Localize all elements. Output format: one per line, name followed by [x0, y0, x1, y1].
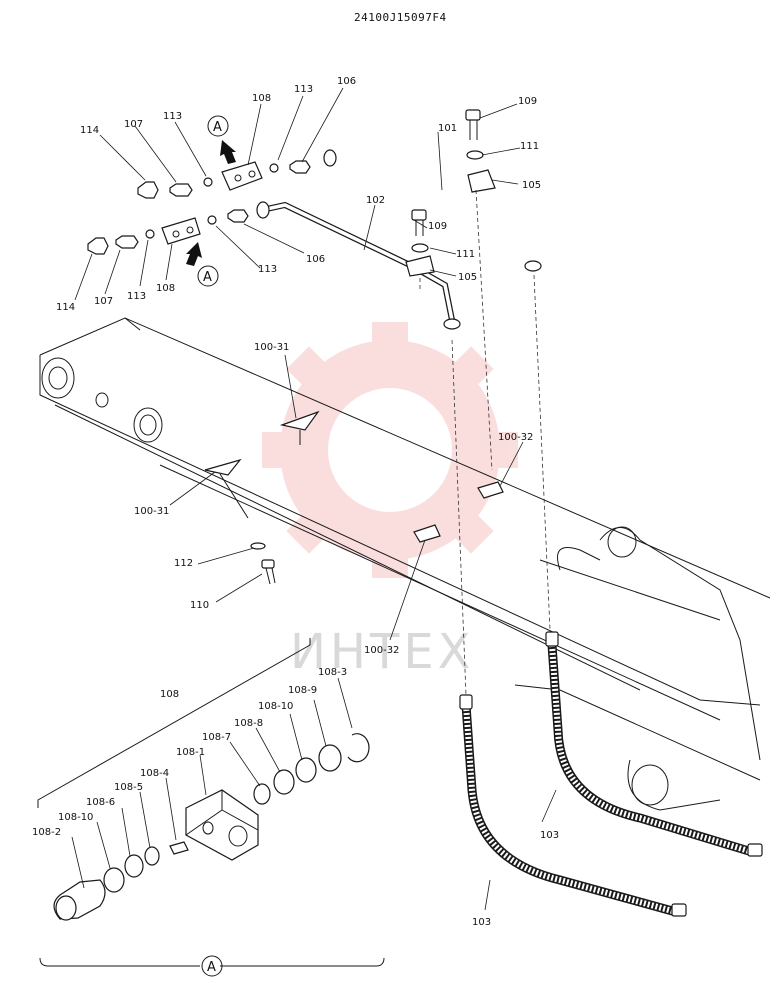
bolt-109-upper	[465, 109, 481, 140]
fittings-lower	[87, 209, 249, 255]
label-109-upper: 109	[518, 96, 537, 107]
label-108-9: 108-9	[288, 685, 317, 696]
label-101: 101	[438, 123, 457, 134]
fittings-upper	[137, 160, 311, 199]
label-113-b: 113	[163, 111, 182, 122]
label-108-4: 108-4	[140, 768, 169, 779]
label-114-upper: 114	[80, 125, 99, 136]
washer-112	[250, 542, 266, 550]
dashed-leaders	[419, 189, 551, 696]
label-113-a: 113	[294, 84, 313, 95]
washer-111-upper	[466, 150, 484, 160]
clamp-105-lower	[405, 255, 435, 277]
label-108-1: 108-1	[176, 747, 205, 758]
bracket-100-32-lower	[413, 524, 441, 543]
detail-108-bracket	[37, 638, 311, 808]
label-105-upper: 105	[522, 180, 541, 191]
label-108-lower: 108	[156, 283, 175, 294]
pipe-101	[323, 149, 542, 272]
label-100-31-upper: 100-31	[254, 342, 289, 353]
label-103-left: 103	[472, 917, 491, 928]
label-108-7: 108-7	[202, 732, 231, 743]
label-107-upper: 107	[124, 119, 143, 130]
arrow-a-upper	[220, 140, 236, 164]
detail-a-footer: A	[39, 955, 385, 977]
label-108-upper: 108	[252, 93, 271, 104]
bracket-100-31-upper	[279, 410, 320, 445]
washer-111-lower	[411, 243, 429, 253]
bracket-100-31-lower	[204, 458, 249, 519]
detail-108-parts	[53, 733, 370, 921]
boom-arm	[39, 317, 771, 811]
label-108-10-left: 108-10	[58, 812, 93, 823]
label-114-lower: 114	[56, 302, 75, 313]
circle-a-upper: A	[207, 115, 229, 137]
label-111-lower: 111	[456, 249, 475, 260]
label-110: 110	[190, 600, 209, 611]
label-112: 112	[174, 558, 193, 569]
label-109-lower: 109	[428, 221, 447, 232]
label-111-upper: 111	[520, 141, 539, 152]
drawing-number: 24100J15097F4	[354, 11, 447, 24]
label-108-10-right: 108-10	[258, 701, 293, 712]
circle-a-lower: A	[197, 265, 219, 287]
label-108-detail: 108	[160, 689, 179, 700]
bolt-110	[261, 559, 276, 585]
svg-text:A: A	[213, 120, 222, 135]
label-108-5: 108-5	[114, 782, 143, 793]
svg-text:A: A	[207, 960, 216, 975]
label-108-6: 108-6	[86, 797, 115, 808]
label-106-lower: 106	[306, 254, 325, 265]
label-107-lower: 107	[94, 296, 113, 307]
leader-lines	[71, 87, 557, 911]
label-106-upper: 106	[337, 76, 356, 87]
part-labels: 101 102 103 103 105 105 106 106 107 107 …	[32, 76, 559, 928]
label-113-d: 113	[127, 291, 146, 302]
label-102: 102	[366, 195, 385, 206]
label-108-3: 108-3	[318, 667, 347, 678]
label-103-right: 103	[540, 830, 559, 841]
watermark-text: ИНТЕХ	[290, 624, 475, 680]
label-108-2: 108-2	[32, 827, 61, 838]
label-100-31-lower: 100-31	[134, 506, 169, 517]
arrow-a-lower	[186, 242, 202, 266]
label-100-32-lower: 100-32	[364, 645, 399, 656]
watermark-gear	[262, 322, 518, 578]
hose-103-left	[459, 694, 687, 917]
label-100-32-upper: 100-32	[498, 432, 533, 443]
bolt-109-lower	[411, 209, 427, 236]
clamp-105-upper	[467, 169, 496, 193]
svg-text:A: A	[203, 270, 212, 285]
label-108-8: 108-8	[234, 718, 263, 729]
hose-103-right	[545, 631, 763, 857]
label-113-c: 113	[258, 264, 277, 275]
label-105-lower: 105	[458, 272, 477, 283]
bracket-100-32-upper	[477, 481, 504, 499]
